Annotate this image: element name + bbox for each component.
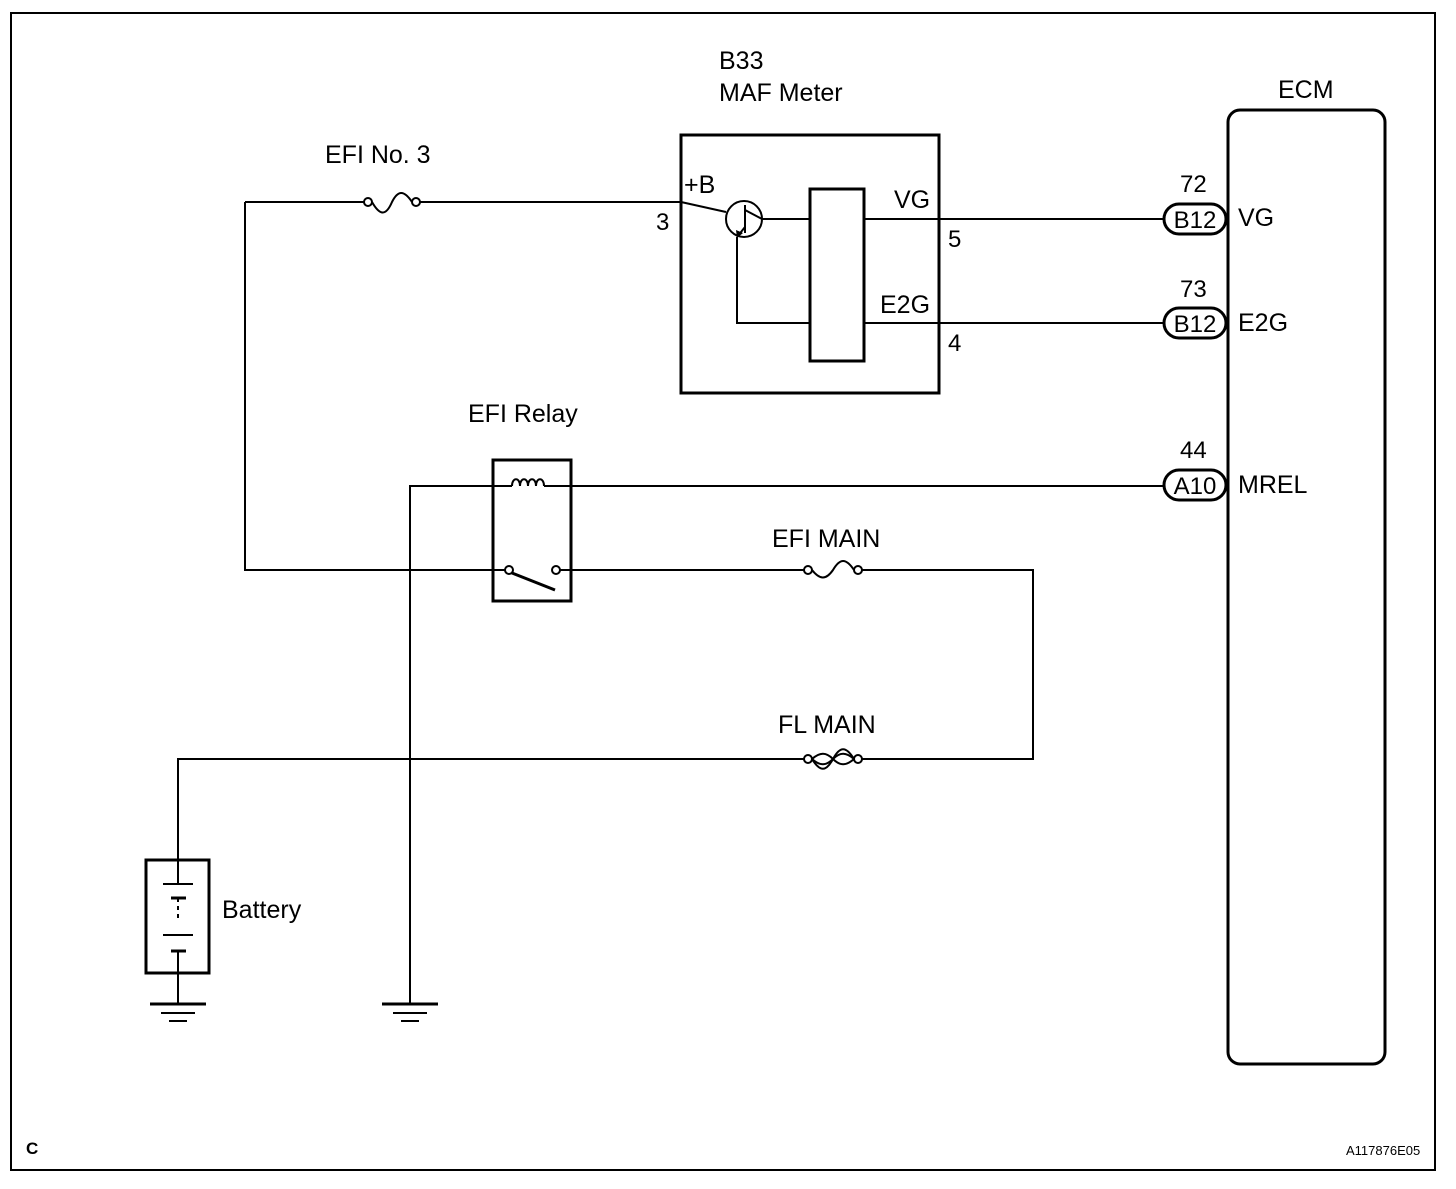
maf-meter-box <box>679 133 941 395</box>
battery-symbol <box>163 883 193 953</box>
fuse-fl-main-label: FL MAIN <box>778 711 876 739</box>
wire-relay-coil-ground <box>409 485 493 1003</box>
relay-coil-symbol <box>511 478 545 487</box>
figure-id: A117876E05 <box>1346 1143 1420 1158</box>
ecm-box <box>1226 108 1387 1066</box>
maf-pin-e2g-number: 4 <box>948 330 961 357</box>
maf-pin-vg-label: VG <box>894 186 930 214</box>
ecm-terminal-number: 72 <box>1180 171 1207 198</box>
efi-relay-box <box>491 458 573 603</box>
diagram-frame <box>10 12 1436 1171</box>
ground-icon <box>150 1002 206 1022</box>
ecm-terminal-signal: MREL <box>1238 471 1308 499</box>
fuse-efi-main-symbol <box>803 560 863 579</box>
connector-id: B12 <box>1174 311 1217 338</box>
maf-name: MAF Meter <box>719 79 843 107</box>
footer-mark: C <box>26 1139 38 1158</box>
ecm-title: ECM <box>1278 76 1334 104</box>
efi-relay-label: EFI Relay <box>468 400 578 428</box>
ecm-terminal-signal: E2G <box>1238 309 1288 337</box>
ground-icon <box>382 1002 438 1022</box>
fuse-efi-main-label: EFI MAIN <box>772 525 880 553</box>
connector-id: B12 <box>1174 207 1217 234</box>
relay-switch-symbol <box>504 565 561 592</box>
battery-label: Battery <box>222 896 302 924</box>
maf-code: B33 <box>719 47 763 75</box>
wire-efi-main-to-fl-main <box>862 569 1034 760</box>
wire-efi3-feed <box>244 202 506 571</box>
ecm-terminal-number: 73 <box>1180 276 1207 303</box>
wire-fl-main-to-battery <box>177 758 804 860</box>
maf-pin-b-label: +B <box>684 171 715 199</box>
ecm-terminal-number: 44 <box>1180 437 1207 464</box>
maf-pin-vg-number: 5 <box>948 226 961 253</box>
fuse-efi3-symbol <box>363 192 421 214</box>
maf-pin-b-number: 3 <box>656 209 669 236</box>
fusible-link-symbol <box>803 748 863 770</box>
ecm-terminal-signal: VG <box>1238 204 1274 232</box>
transistor-symbol <box>725 200 763 238</box>
maf-pin-e2g-label: E2G <box>880 291 930 319</box>
maf-sensor-element <box>808 187 866 363</box>
fuse-efi3-label: EFI No. 3 <box>325 141 431 169</box>
connector-id: A10 <box>1174 473 1217 500</box>
